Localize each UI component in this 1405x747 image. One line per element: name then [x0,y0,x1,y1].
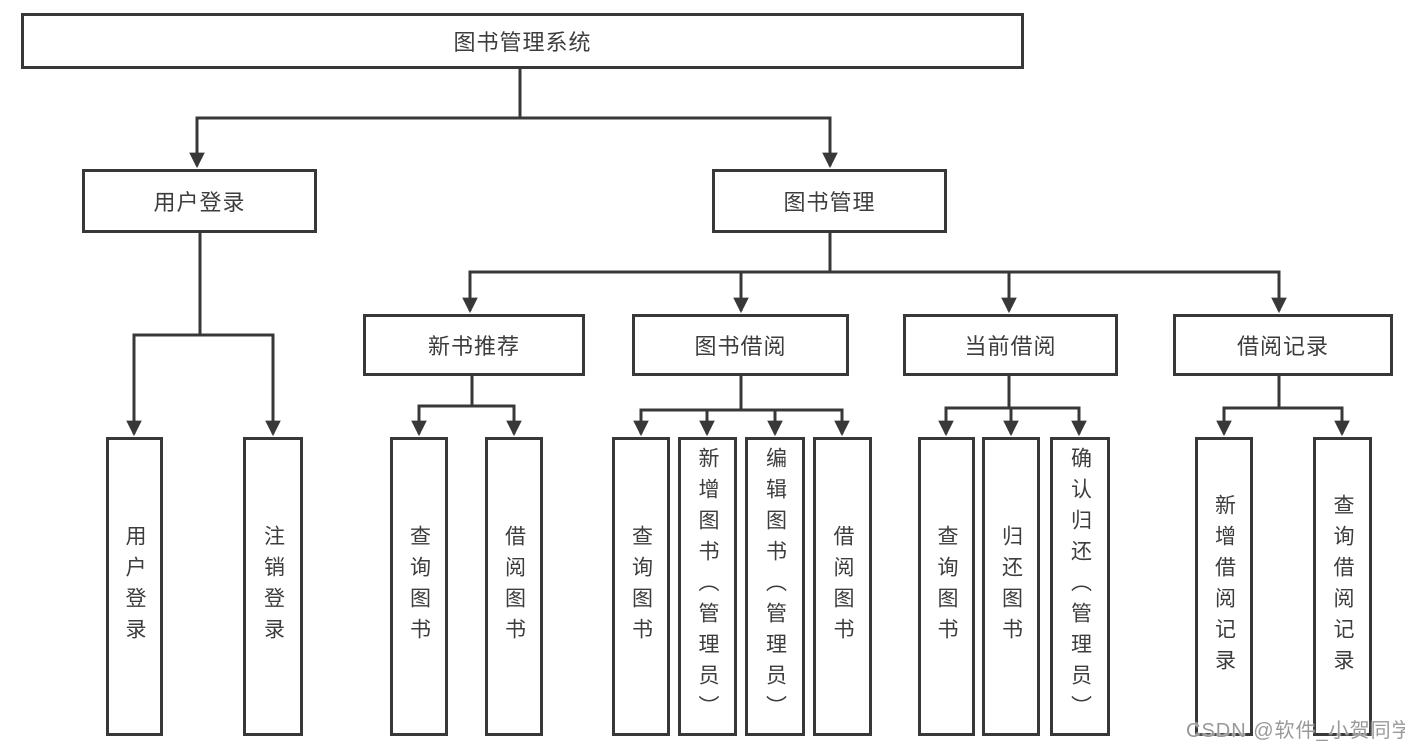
leaf-bb-edit-book-label: 编辑图书（管理员） [763,447,787,726]
leaf-cb-query-book-label: 查询图书 [935,524,958,649]
leaf-cb-return-book-label: 归还图书 [999,524,1023,649]
connector-new-book-rec [411,374,522,437]
leaf-br-add-record: 新增借阅记录 [1195,437,1253,736]
connector-root [189,66,838,169]
node-user-login: 用户登录 [82,169,317,233]
node-current-borrow: 当前借阅 [903,314,1118,376]
connector-current-borrow [938,374,1087,437]
leaf-cb-return-book: 归还图书 [982,437,1040,736]
node-root-label: 图书管理系统 [453,30,592,55]
leaf-logout: 注销登录 [243,437,303,736]
leaf-bb-query-book-label: 查询图书 [629,524,653,649]
connector-book-mgmt [462,231,1287,314]
connector-book-borrow [633,374,850,437]
leaf-bb-borrow-book-label: 借阅图书 [831,524,854,649]
leaf-bb-edit-book: 编辑图书（管理员） [745,437,805,736]
leaf-logout-label: 注销登录 [261,524,285,649]
leaf-rec-query-book: 查询图书 [390,437,448,736]
leaf-bb-add-book: 新增图书（管理员） [678,437,737,736]
connector-borrow-records [1216,374,1350,437]
node-book-mgmt: 图书管理 [712,169,947,233]
leaf-login: 用户登录 [106,437,163,736]
node-book-borrow: 图书借阅 [632,314,849,376]
leaf-bb-borrow-book: 借阅图书 [813,437,872,736]
leaf-cb-confirm-return-label: 确认归还（管理员） [1068,447,1092,726]
leaf-bb-add-book-label: 新增图书（管理员） [696,447,719,726]
node-user-login-label: 用户登录 [153,190,246,215]
csdn-watermark: CSDN @软件_小贺同学 [1186,720,1405,742]
leaf-cb-query-book: 查询图书 [918,437,975,736]
leaf-bb-query-book: 查询图书 [612,437,670,736]
node-book-mgmt-label: 图书管理 [783,190,876,215]
connector-user-login [126,231,281,437]
leaf-br-query-record-label: 查询借阅记录 [1331,493,1354,680]
leaf-rec-borrow-book: 借阅图书 [485,437,543,736]
node-borrow-records: 借阅记录 [1173,314,1393,376]
node-new-book-rec-label: 新书推荐 [427,334,520,359]
node-root: 图书管理系统 [21,13,1024,69]
node-borrow-records-label: 借阅记录 [1236,334,1329,359]
node-new-book-rec: 新书推荐 [363,314,585,376]
leaf-login-label: 用户登录 [123,524,146,649]
leaf-cb-confirm-return: 确认归还（管理员） [1050,437,1110,736]
leaf-br-query-record: 查询借阅记录 [1313,437,1372,736]
node-current-borrow-label: 当前借阅 [964,334,1057,359]
leaf-rec-query-book-label: 查询图书 [407,524,431,649]
node-book-borrow-label: 图书借阅 [694,334,787,359]
leaf-br-add-record-label: 新增借阅记录 [1212,493,1236,680]
leaf-rec-borrow-book-label: 借阅图书 [502,524,526,649]
